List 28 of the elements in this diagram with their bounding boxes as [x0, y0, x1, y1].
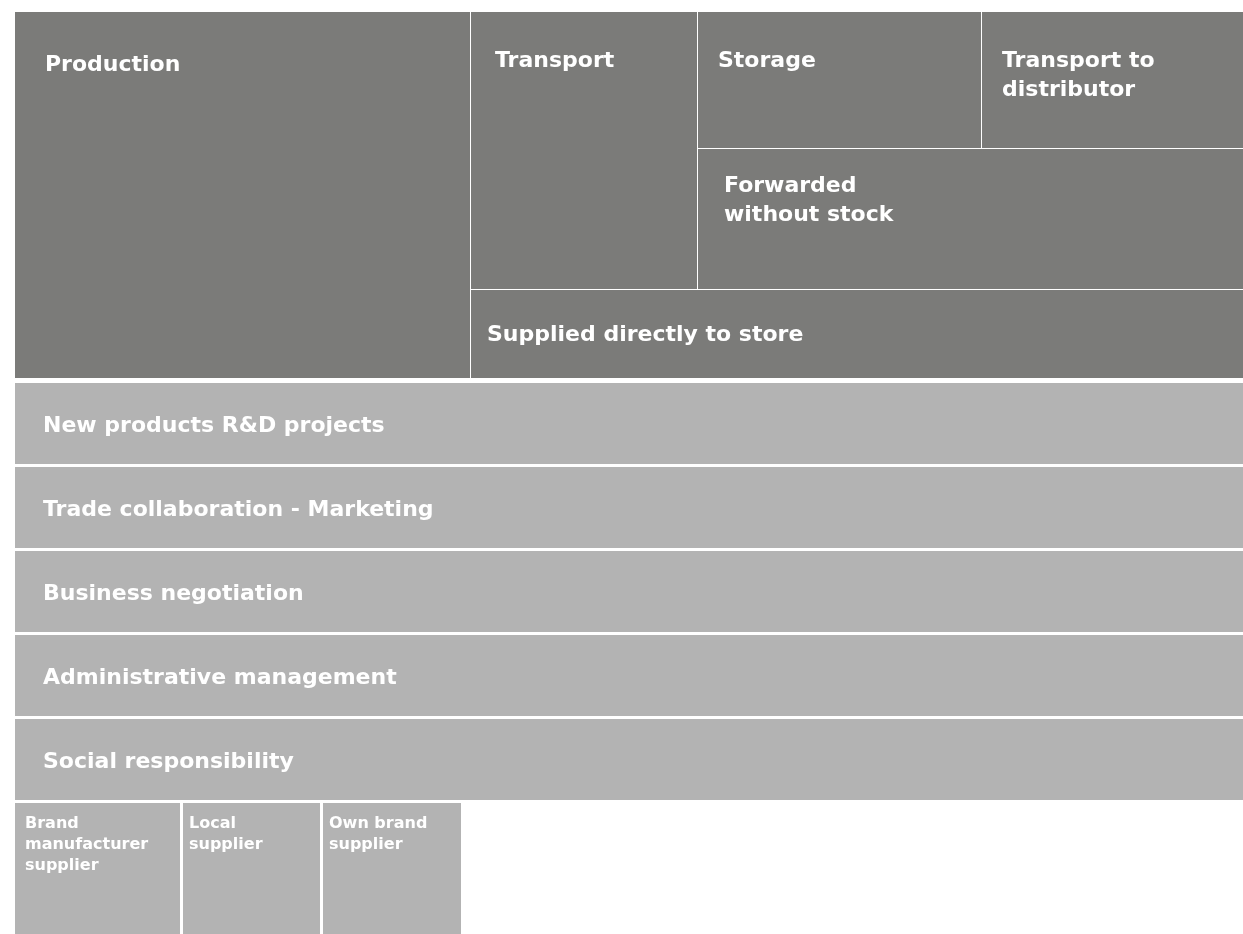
category-block: [698, 12, 981, 148]
category-block: [15, 635, 1243, 716]
block-label: Forwarded without stock: [724, 171, 895, 228]
category-block: [15, 467, 1243, 548]
block-label: Production: [45, 50, 181, 78]
category-block: [698, 149, 1243, 289]
block-label: Transport: [495, 46, 615, 74]
block-label: New products R&D projects: [43, 411, 385, 439]
block-label: Social responsibility: [43, 747, 294, 775]
category-block: [15, 551, 1243, 632]
block-label: Own brand supplier: [329, 813, 429, 855]
category-block: [15, 383, 1243, 464]
category-block: [15, 12, 470, 378]
block-label: Transport to distributor: [1002, 46, 1156, 103]
block-label: Brand manufacturer supplier: [25, 813, 150, 876]
block-label: Local supplier: [189, 813, 264, 855]
category-block: [15, 803, 180, 934]
category-block: [15, 719, 1243, 800]
category-block: [323, 803, 461, 934]
category-block: [471, 290, 1243, 378]
category-block: [982, 12, 1243, 148]
block-label: Business negotiation: [43, 579, 304, 607]
category-block: [183, 803, 320, 934]
block-label: Trade collaboration - Marketing: [43, 495, 434, 523]
category-block: [471, 12, 697, 289]
block-label: Storage: [718, 46, 816, 74]
block-label: Supplied directly to store: [487, 320, 804, 348]
block-label: Administrative management: [43, 663, 397, 691]
